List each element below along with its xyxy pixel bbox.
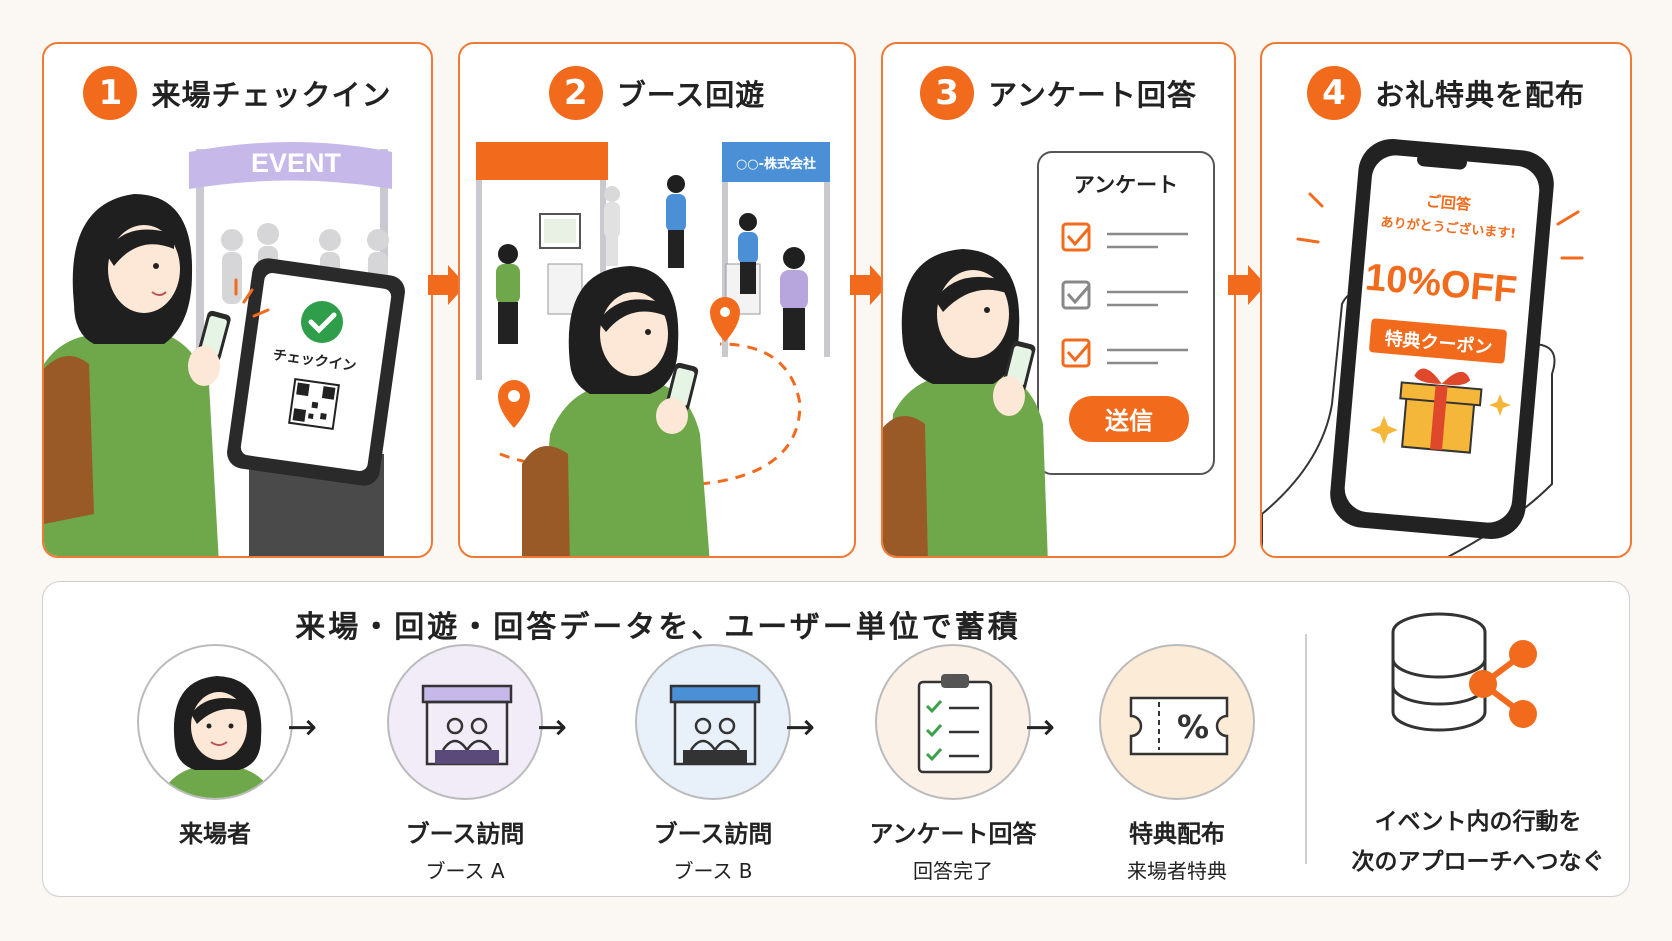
flow-divider <box>1305 634 1307 864</box>
attendees <box>496 175 808 350</box>
event-banner-text: EVENT <box>251 148 342 178</box>
hand-holding-phone <box>1262 139 1584 556</box>
booth-b-icon <box>635 644 791 800</box>
survey-card-title: アンケート <box>1074 173 1178 197</box>
gift-icon <box>1399 368 1483 454</box>
flow-node-booth-b: ブース訪問 ブース B <box>613 644 813 884</box>
arrow-right-icon <box>850 265 888 305</box>
step-3-panel: アンケート 送信 3 アンケート回答 <box>881 42 1236 558</box>
database-caption-line-2: 次のアプローチへつなぐ <box>1351 849 1605 875</box>
flow-node-sub: ブース B <box>673 859 753 883</box>
flow-node-label: アンケート回答 <box>869 820 1037 848</box>
database-share-icon <box>1391 612 1537 732</box>
step-4-header: 4 お礼特典を配布 <box>1262 66 1630 120</box>
step-2-header: 2 ブース回遊 <box>460 66 854 120</box>
step-2-title: ブース回遊 <box>616 78 766 112</box>
step-3-header: 3 アンケート回答 <box>883 66 1234 120</box>
flow-node-label: 来場者 <box>179 820 251 848</box>
flow-node-label: ブース訪問 <box>653 820 773 848</box>
thanks-line-1: ご回答 <box>1425 192 1472 214</box>
step-3-title: アンケート回答 <box>988 78 1197 112</box>
reward-illustration: ご回答 ありがとうございます! 10%OFF 特典クーポン <box>1262 139 1584 556</box>
flow-title: 来場・回遊・回答データを、ユーザー単位で蓄積 <box>295 610 1021 645</box>
step-1-panel: EVENT チェックイン <box>42 42 433 558</box>
step-4-panel: ご回答 ありがとうございます! 10%OFF 特典クーポン 4 お礼特典を配布 <box>1260 42 1632 558</box>
visitor-woman-survey <box>883 249 1048 556</box>
data-flow-panel: 来場・回遊・回答データを、ユーザー単位で蓄積 来場者 → ブース <box>42 581 1630 897</box>
flow-arrow-icon: → <box>1025 707 1056 748</box>
step-number-3: 3 <box>920 66 975 120</box>
flow-node-reward: % 特典配布 来場者特典 <box>1077 644 1277 884</box>
visitor-woman <box>44 194 270 556</box>
coupon-ticket-icon: % <box>1099 644 1255 800</box>
step-1-header: 1 来場チェックイン <box>44 66 431 120</box>
survey-card <box>1037 151 1215 475</box>
step-number-4: 4 <box>1306 66 1361 120</box>
step-number-2: 2 <box>548 66 603 120</box>
database-caption: イベント内の行動を 次のアプローチへつなぐ <box>1333 802 1623 882</box>
booth-a-icon <box>387 644 543 800</box>
step-4-title: お礼特典を配布 <box>1374 78 1585 112</box>
flow-arrow-icon: → <box>785 707 816 748</box>
flow-node-survey: アンケート回答 回答完了 <box>853 644 1053 884</box>
checkin-illustration: EVENT チェックイン <box>44 142 405 556</box>
survey-illustration: アンケート 送信 <box>883 151 1215 556</box>
booth-sign-text: ○○-株式会社 <box>736 156 816 172</box>
location-pin-icons <box>498 297 740 428</box>
arrow-right-icon <box>1228 265 1266 305</box>
checkin-kiosk <box>227 258 405 556</box>
flow-node-booth-a: ブース訪問 ブース A <box>365 644 565 884</box>
flow-arrow-icon: → <box>537 707 568 748</box>
flow-node-label: ブース訪問 <box>405 820 525 848</box>
step-1-title: 来場チェックイン <box>151 78 392 112</box>
visitor-woman-touring <box>522 266 710 556</box>
flow-node-visitor: 来場者 <box>115 644 315 849</box>
flow-node-sub: 来場者特典 <box>1127 859 1227 883</box>
arrow-right-icon <box>428 265 466 305</box>
flow-arrow-icon: → <box>287 707 318 748</box>
clipboard-checklist-icon <box>875 644 1031 800</box>
step-number-1: 1 <box>83 66 138 120</box>
step-2-panel: ○○-株式会社 2 ブース回遊 <box>458 42 856 558</box>
visitor-avatar <box>137 644 293 800</box>
flow-node-sub: ブース A <box>425 859 505 883</box>
flow-node-label: 特典配布 <box>1129 820 1225 848</box>
survey-send-button: 送信 <box>1105 407 1153 435</box>
database-caption-line-1: イベント内の行動を <box>1374 809 1582 835</box>
svg-text:%: % <box>1177 708 1209 746</box>
flow-node-sub: 回答完了 <box>913 859 993 883</box>
booth-tour-illustration: ○○-株式会社 <box>476 142 830 556</box>
